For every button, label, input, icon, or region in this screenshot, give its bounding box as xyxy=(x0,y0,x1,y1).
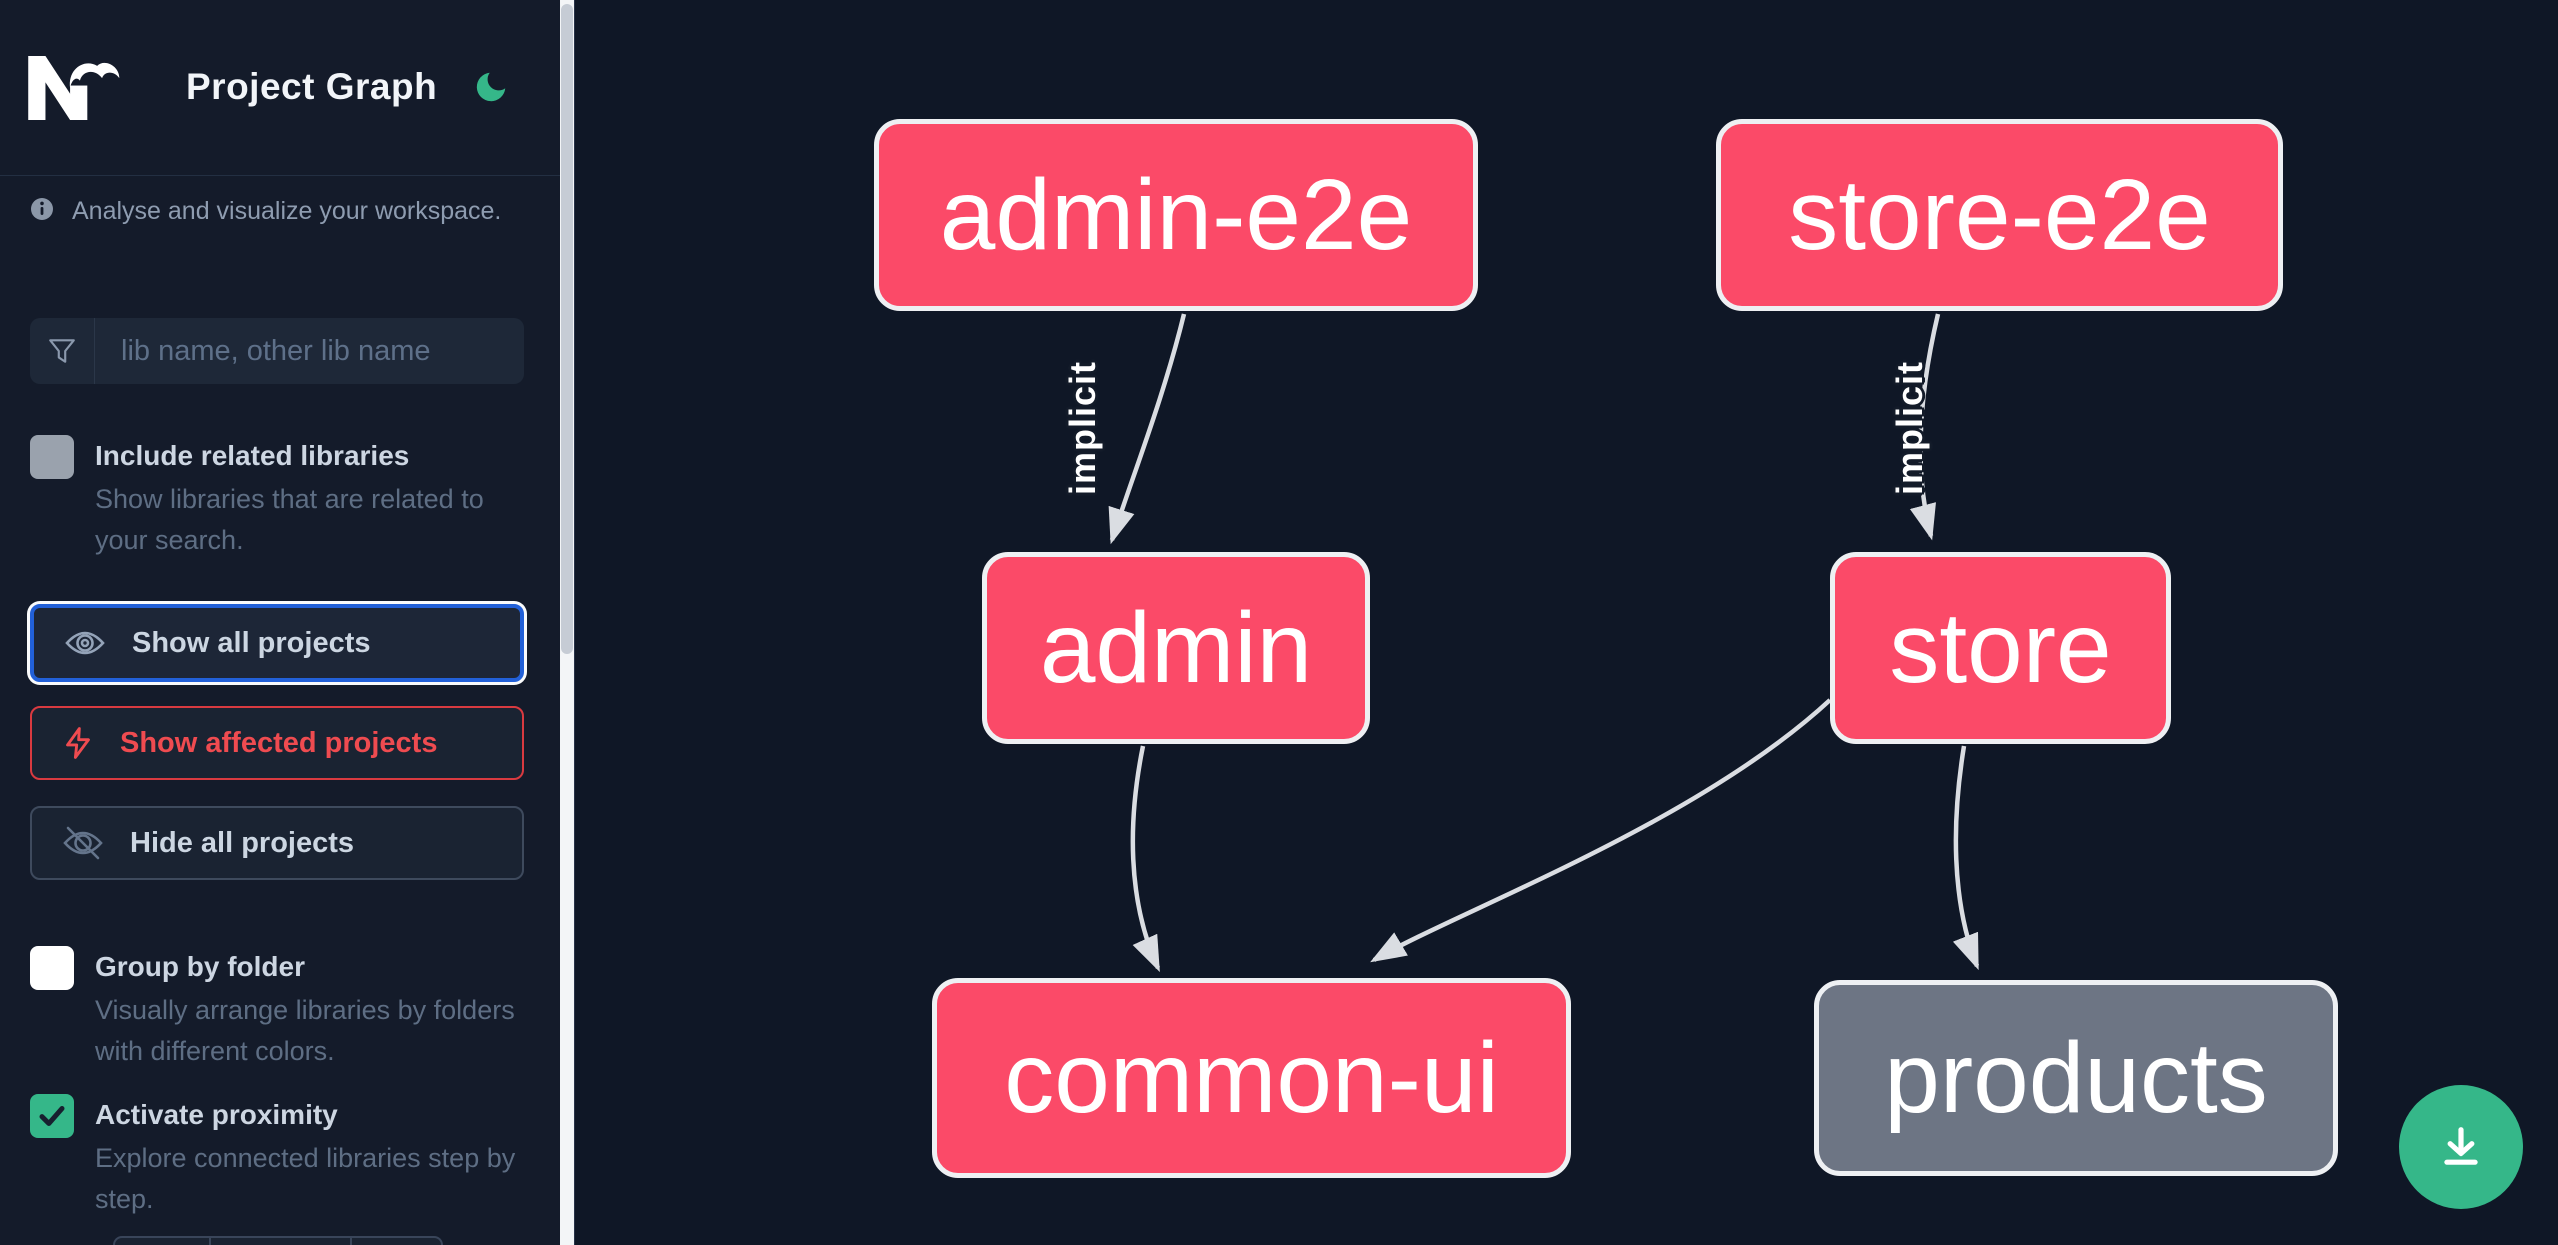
node-admin-e2e[interactable]: admin-e2e xyxy=(874,119,1478,311)
edge-store-to-products xyxy=(1952,745,1980,971)
include-related-checkbox[interactable] xyxy=(30,435,74,479)
group-by-folder-label: Group by folder xyxy=(95,951,305,982)
bolt-icon xyxy=(62,726,94,760)
edge-label-implicit: implicit xyxy=(1889,360,1930,496)
edges-layer xyxy=(1108,313,1980,973)
option-include-related: Include related libraries Show libraries… xyxy=(30,433,530,561)
sidebar: Project Graph Analyse and visualize your… xyxy=(0,0,560,1245)
show-all-projects-button[interactable]: Show all projects xyxy=(30,604,524,682)
include-related-label: Include related libraries xyxy=(95,440,410,471)
download-image-button[interactable] xyxy=(2399,1085,2523,1209)
search-input[interactable] xyxy=(95,318,524,384)
workspace-intro: Analyse and visualize your workspace. xyxy=(30,196,530,226)
node-store-e2e[interactable]: store-e2e xyxy=(1716,119,2283,311)
intro-text: Analyse and visualize your workspace. xyxy=(72,197,502,225)
node-common-ui[interactable]: common-ui xyxy=(932,978,1571,1178)
eye-icon xyxy=(64,628,106,658)
show-affected-projects-label: Show affected projects xyxy=(120,726,438,759)
edge-label-implicit: implicit xyxy=(1062,360,1103,496)
info-icon xyxy=(31,198,53,220)
show-all-projects-label: Show all projects xyxy=(132,626,371,659)
search-box xyxy=(30,318,524,384)
theme-toggle-moon-icon[interactable] xyxy=(472,68,510,106)
sidebar-scrollbar-thumb[interactable] xyxy=(561,4,573,654)
group-by-folder-checkbox[interactable] xyxy=(30,946,74,990)
proximity-stepper-partial[interactable] xyxy=(113,1236,443,1245)
nx-logo-icon xyxy=(28,56,120,120)
node-products[interactable]: products xyxy=(1814,980,2338,1176)
show-affected-projects-button[interactable]: Show affected projects xyxy=(30,706,524,780)
eye-off-icon xyxy=(62,826,104,860)
option-group-by-folder: Group by folder Visually arrange librari… xyxy=(30,944,530,1072)
stepper-divider xyxy=(209,1238,211,1245)
include-related-description: Show libraries that are related to your … xyxy=(95,484,484,555)
edge-store-e2e-to-store xyxy=(1909,313,1941,541)
edge-admin-e2e-to-admin xyxy=(1108,313,1187,545)
edge-admin-to-common-ui xyxy=(1130,745,1161,973)
edge-store-to-common-ui xyxy=(1370,698,1832,963)
sidebar-header: Project Graph xyxy=(0,0,560,176)
option-activate-proximity: Activate proximity Explore connected lib… xyxy=(30,1092,530,1220)
project-graph-canvas[interactable]: implicit implicit admin-e2e store-e2e ad… xyxy=(574,0,2558,1245)
page-title: Project Graph xyxy=(186,66,438,107)
hide-all-projects-label: Hide all projects xyxy=(130,826,355,859)
node-store[interactable]: store xyxy=(1830,552,2171,744)
node-admin[interactable]: admin xyxy=(982,552,1370,744)
download-icon xyxy=(2444,1127,2478,1165)
sidebar-scrollbar-track[interactable] xyxy=(560,0,574,1245)
filter-funnel-icon xyxy=(30,318,95,384)
group-by-folder-description: Visually arrange libraries by folders wi… xyxy=(95,995,515,1066)
activate-proximity-checkbox[interactable] xyxy=(30,1094,74,1138)
hide-all-projects-button[interactable]: Hide all projects xyxy=(30,806,524,880)
activate-proximity-description: Explore connected libraries step by step… xyxy=(95,1143,516,1214)
checkmark-icon xyxy=(39,1106,65,1126)
activate-proximity-label: Activate proximity xyxy=(95,1099,338,1130)
stepper-divider xyxy=(350,1238,352,1245)
